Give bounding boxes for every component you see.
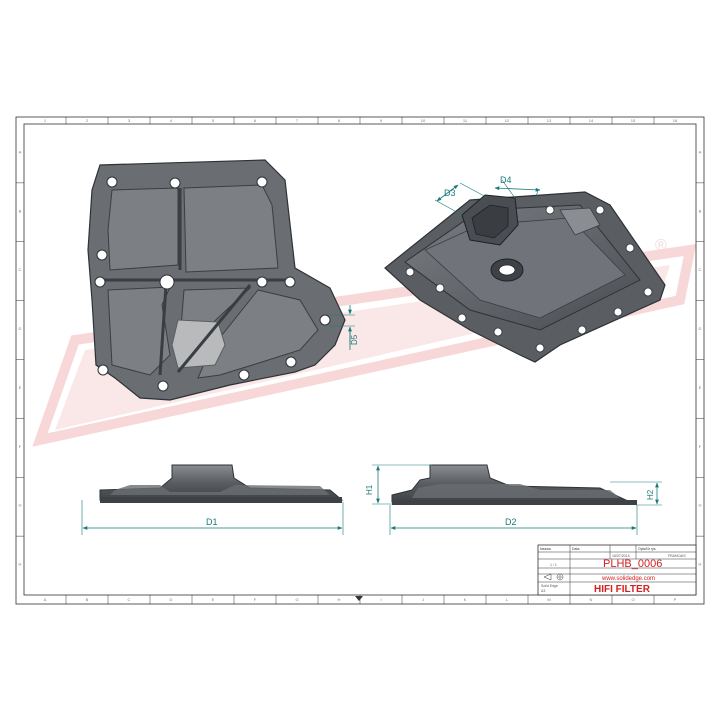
frame-bottom-label: H	[338, 597, 341, 602]
mounting-holes	[94, 176, 331, 392]
dimension-label-d4: D4	[500, 175, 512, 185]
frame-column-label: 8	[338, 118, 341, 123]
frame-row-label: D	[19, 326, 22, 331]
title-block-software: Solid Edge	[541, 584, 558, 588]
title-block-sheet-size: A3	[541, 589, 545, 593]
frame-bottom-label: L	[506, 597, 509, 602]
frame-row-label: C	[19, 267, 22, 272]
frame-row-label: B	[699, 208, 702, 213]
frame-row-label: E	[699, 385, 702, 390]
frame-bottom-label: E	[212, 597, 215, 602]
frame-bottom-label: C	[128, 597, 131, 602]
frame-bottom-label: D	[170, 597, 173, 602]
frame-column-label: 6	[254, 118, 257, 123]
side-view-right: H1 H2 D2	[365, 464, 662, 535]
dimension-label-d1: D1	[206, 517, 218, 527]
frame-row-label: G	[698, 503, 701, 508]
dimension-label-h1: H1	[365, 484, 374, 495]
title-block-url: www.solidedge.com	[601, 576, 655, 582]
title-block-language: FRANCAIS	[668, 554, 686, 558]
frame-column-label: 16	[673, 118, 678, 123]
frame-column-label: 11	[463, 118, 468, 123]
title-block-field-name: Nazwa	[540, 547, 551, 551]
frame-bottom-label: N	[590, 597, 593, 602]
side-view-left: D1	[81, 464, 344, 535]
frame-bottom-label: O	[631, 597, 634, 602]
frame-column-label: 10	[421, 118, 426, 123]
frame-bottom-label: A	[44, 597, 47, 602]
frame-row-label: G	[18, 503, 21, 508]
brand-name: HIFI FILTER	[594, 584, 651, 595]
frame-row-label: F	[19, 444, 22, 449]
title-block-field-description: Opis/Nr rys.	[638, 547, 657, 551]
frame-row-label: D	[699, 326, 702, 331]
frame-column-label: 12	[505, 118, 510, 123]
isometric-view: D3 D4	[384, 175, 666, 363]
frame-row-label: A	[699, 149, 702, 154]
frame-row-label: E	[19, 385, 22, 390]
frame-bottom-label: B	[86, 597, 89, 602]
part-code: PLHB_0006	[603, 558, 662, 570]
frame-bottom-label: G	[295, 597, 298, 602]
frame-column-label: 13	[547, 118, 552, 123]
title-block-field-date: Data	[572, 547, 579, 551]
frame-bottom-label: P	[674, 597, 677, 602]
frame-column-label: 1	[44, 118, 47, 123]
title-block-date: 16/07/2014	[612, 554, 630, 558]
frame-column-label: 14	[589, 118, 594, 123]
dimension-label-h2: H2	[646, 489, 655, 500]
svg-text:®: ®	[655, 237, 667, 254]
plan-view: D5	[87, 159, 359, 401]
frame-column-label: 7	[296, 118, 299, 123]
frame-row-label: H	[19, 562, 22, 567]
dimension-label-d2: D2	[505, 517, 517, 527]
frame-column-label: 4	[170, 118, 173, 123]
frame-bottom-label: M	[547, 597, 550, 602]
frame-row-label: B	[19, 208, 22, 213]
frame-row-label: A	[19, 149, 22, 154]
frame-row-label: F	[699, 444, 702, 449]
frame-column-label: 2	[86, 118, 89, 123]
frame-column-label: 9	[380, 118, 383, 123]
centre-mark	[355, 596, 363, 601]
title-block: Nazwa Data Opis/Nr rys. 16/07/2014 FRANC…	[537, 544, 697, 596]
frame-bottom-label: I	[380, 597, 381, 602]
dimension-label-d5: D5	[350, 334, 359, 345]
frame-column-label: 3	[128, 118, 131, 123]
projection-symbol-icon	[543, 573, 564, 581]
frame-bottom-label: K	[464, 597, 467, 602]
frame-bottom-label: F	[254, 597, 257, 602]
frame-row-label: C	[699, 267, 702, 272]
frame-bottom-label: J	[422, 597, 424, 602]
dimension-label-d3: D3	[444, 188, 456, 198]
frame-column-label: 15	[631, 118, 636, 123]
frame-row-label: H	[699, 562, 702, 567]
title-block-scale: 1 / 1	[550, 563, 557, 567]
frame-column-label: 5	[212, 118, 215, 123]
